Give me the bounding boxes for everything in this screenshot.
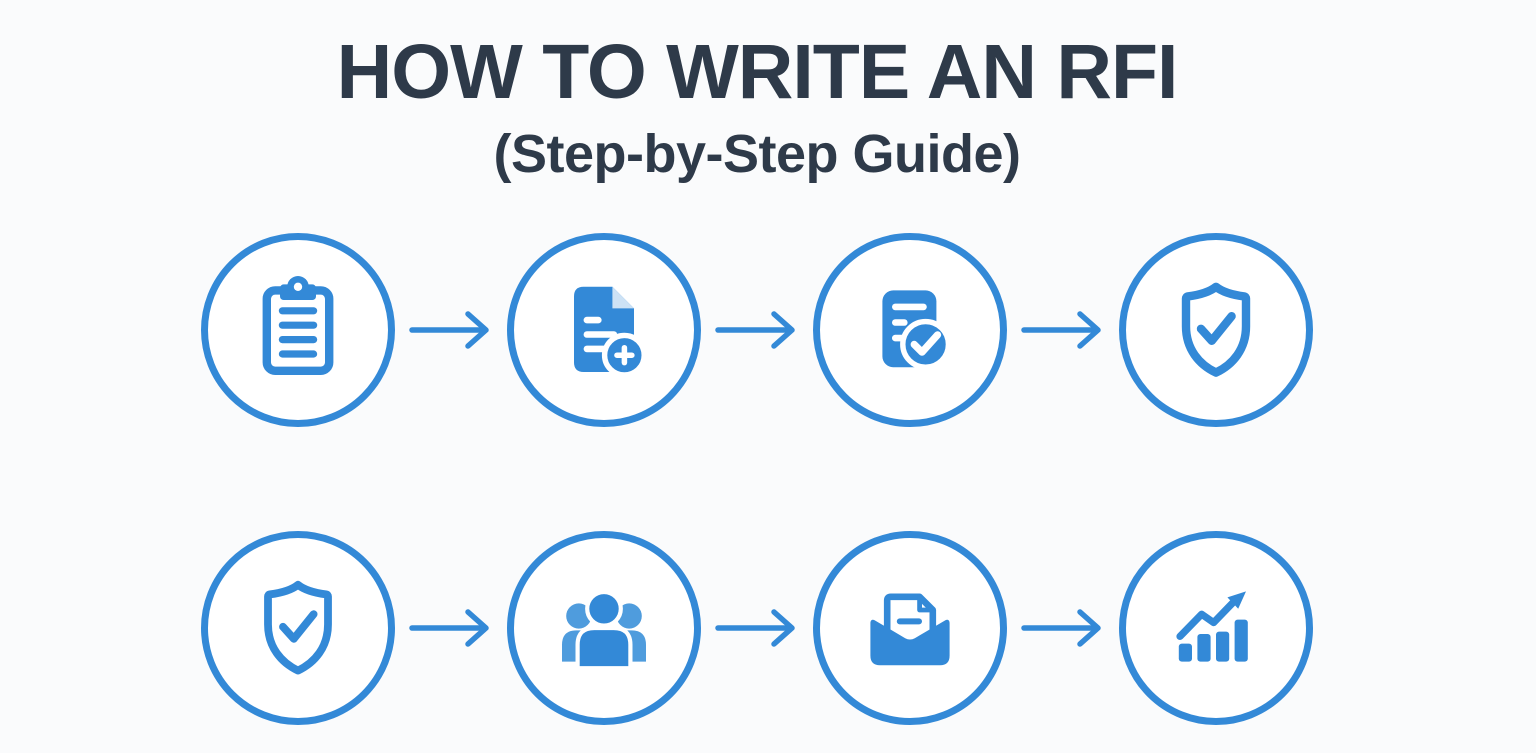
arrow-right-icon bbox=[409, 609, 489, 647]
step-2-circle bbox=[507, 233, 701, 427]
team-icon bbox=[562, 589, 646, 671]
arrow-right-icon bbox=[1021, 311, 1101, 349]
step-connector bbox=[395, 606, 507, 650]
shield-check-icon bbox=[1181, 282, 1251, 377]
inbox-document-icon bbox=[870, 593, 950, 666]
step-1-circle bbox=[201, 233, 395, 427]
arrow-right-icon bbox=[1021, 609, 1101, 647]
step-connector bbox=[395, 308, 507, 352]
step-3-circle bbox=[813, 233, 1007, 427]
clipboard-icon bbox=[262, 276, 334, 375]
page-subtitle: (Step-by-Step Guide) bbox=[493, 124, 1022, 184]
step-8-circle bbox=[1119, 531, 1313, 725]
step-connector bbox=[701, 606, 813, 650]
shield-check-icon bbox=[264, 580, 332, 675]
arrow-right-icon bbox=[409, 311, 489, 349]
step-row-1 bbox=[201, 233, 1313, 427]
step-7-circle bbox=[813, 531, 1007, 725]
page-title: HOW TO WRITE AN RFI bbox=[336, 29, 1179, 115]
document-add-icon bbox=[574, 286, 647, 378]
step-4-circle bbox=[1119, 233, 1313, 427]
step-5-circle bbox=[201, 531, 395, 725]
arrow-right-icon bbox=[715, 311, 795, 349]
step-connector bbox=[701, 308, 813, 352]
step-connector bbox=[1007, 606, 1119, 650]
arrow-right-icon bbox=[715, 609, 795, 647]
step-connector bbox=[1007, 308, 1119, 352]
step-row-2 bbox=[201, 531, 1313, 725]
step-6-circle bbox=[507, 531, 701, 725]
document-check-icon bbox=[882, 290, 952, 370]
growth-chart-icon bbox=[1176, 591, 1248, 662]
